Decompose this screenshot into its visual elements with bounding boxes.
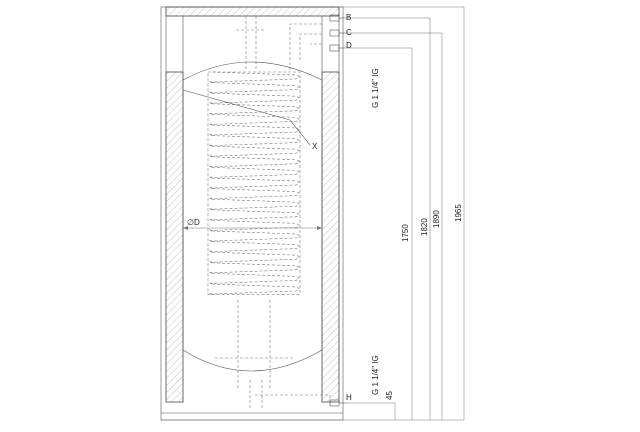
dim-1965: 1965 bbox=[454, 204, 463, 222]
coil-turn bbox=[208, 114, 300, 126]
internal-piping bbox=[215, 16, 331, 410]
dim-1890: 1890 bbox=[432, 210, 441, 228]
height-dimensions bbox=[161, 6, 465, 421]
coil-turn bbox=[208, 177, 300, 189]
diameter-dimension bbox=[183, 226, 322, 230]
label-connection-d: D bbox=[346, 41, 352, 50]
coil-turn bbox=[208, 167, 300, 179]
label-connection-h: H bbox=[346, 393, 352, 402]
insulation-right bbox=[321, 71, 340, 403]
coil-turn bbox=[208, 230, 300, 242]
coil-turn bbox=[208, 251, 300, 264]
coil-turn bbox=[208, 241, 300, 253]
label-thread-bottom: G 1 1/4" IG bbox=[371, 355, 380, 395]
coil-turn bbox=[208, 71, 300, 83]
inner-vessel bbox=[182, 61, 323, 372]
coil-turn bbox=[208, 220, 300, 232]
coil-turn bbox=[208, 262, 300, 274]
coil-turn bbox=[208, 283, 300, 295]
heat-exchanger-coil bbox=[207, 71, 301, 295]
coil-leader-line bbox=[289, 119, 311, 146]
coil-turn bbox=[208, 188, 300, 200]
label-diameter: ∅D bbox=[187, 218, 200, 227]
coil-turn bbox=[208, 82, 300, 94]
dim-1820: 1820 bbox=[420, 218, 429, 236]
coil-turn bbox=[208, 92, 300, 105]
insulation-top bbox=[165, 6, 340, 17]
dim-45: 45 bbox=[385, 391, 394, 400]
label-thread-top: G 1 1/4" IG bbox=[371, 68, 380, 108]
label-connection-c: C bbox=[346, 28, 352, 37]
coil-turn bbox=[208, 145, 300, 158]
coil-envelope bbox=[207, 71, 301, 295]
dim-1750: 1750 bbox=[401, 224, 410, 242]
connection-stubs bbox=[329, 14, 345, 407]
coil-turn bbox=[208, 156, 300, 168]
coil-turn bbox=[208, 135, 300, 147]
coil-turn bbox=[208, 103, 300, 115]
insulation-left bbox=[165, 71, 184, 403]
label-connection-b: B bbox=[346, 13, 351, 22]
coil-turn bbox=[208, 273, 300, 285]
coil-turn bbox=[208, 198, 300, 211]
label-coil-x: X bbox=[312, 142, 318, 151]
coil-turn bbox=[208, 209, 300, 221]
coil-turn bbox=[208, 124, 300, 136]
